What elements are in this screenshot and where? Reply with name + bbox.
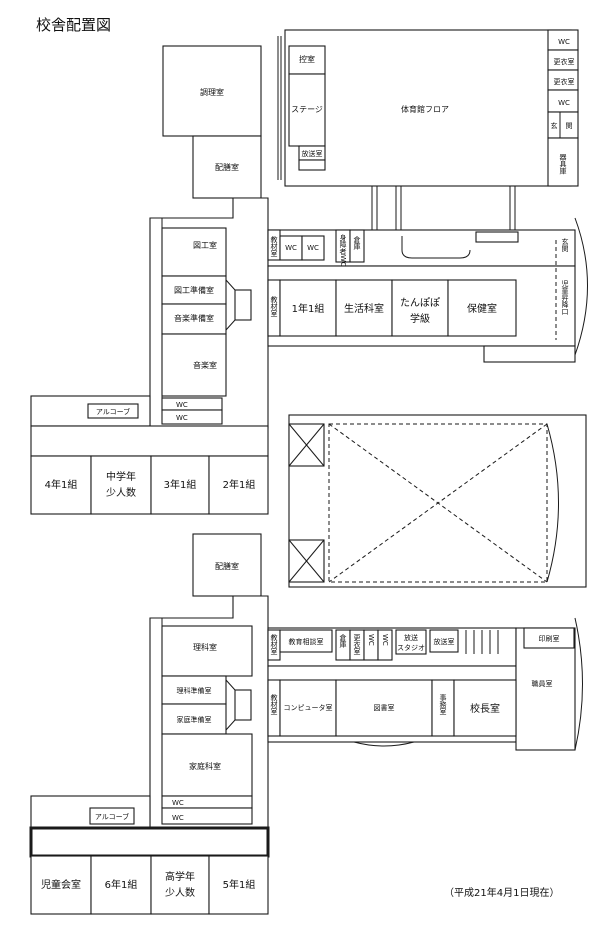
room-grade6: 6年1組 — [105, 878, 138, 891]
room-broadcast-small: 放送室 — [302, 149, 323, 158]
room-wc-2: WC — [176, 414, 188, 422]
room-gym-floor: 体育館フロア — [401, 104, 449, 114]
room-counseling: 教育相談室 — [289, 637, 324, 646]
room-tanpopo-1: たんぽぽ — [400, 297, 440, 309]
room-health: 保健室 — [467, 302, 497, 315]
room-art: 図工室 — [193, 240, 217, 250]
room-homeec-prep: 家庭準備室 — [177, 715, 212, 724]
classroom-row-top: アルコーブ 4年1組 中学年 少人数 3年1組 2年1組 — [30, 395, 269, 515]
alcove-label: アルコーブ — [96, 407, 130, 416]
room-disabled-wc: 身障者WC — [339, 233, 347, 267]
room-wc-7: WC — [367, 634, 375, 646]
room-serving-2: 配膳室 — [215, 561, 239, 571]
room-office: 事務室 — [439, 693, 447, 715]
room-grade2: 2年1組 — [223, 478, 256, 491]
room-life-science: 生活科室 — [344, 302, 384, 315]
room-music: 音楽室 — [193, 360, 217, 370]
room-stage: ステージ — [291, 105, 323, 114]
room-art-prep: 図工準備室 — [174, 285, 214, 295]
room-materials-4: 教材室 — [270, 693, 278, 715]
room-broadcast-studio-1: 放送 — [404, 633, 418, 642]
east-block-top: 教材室 WC WC 身障者WC 倉庫 玄関 児童昇降口 教材室 1年1組 生活科… — [267, 217, 588, 363]
room-gym-wc-2: WC — [558, 99, 570, 107]
room-materials-2: 教材室 — [270, 295, 278, 317]
as-of-date: （平成21年4月1日現在） — [444, 888, 560, 899]
room-wc-4: WC — [307, 244, 319, 252]
room-printing: 印刷室 — [539, 634, 560, 643]
room-cooking: 調理室 — [200, 87, 224, 97]
room-materials-1: 教材室 — [270, 235, 278, 257]
room-storage-2: 倉庫 — [339, 633, 347, 649]
room-broadcast-studio-2: スタジオ — [397, 643, 425, 652]
room-principal: 校長室 — [470, 702, 500, 715]
room-student-entrance: 児童昇降口 — [561, 279, 569, 315]
room-homeec: 家庭科室 — [189, 761, 221, 771]
pool-area — [288, 414, 587, 588]
room-computer: コンピュータ室 — [284, 703, 333, 712]
room-equipment: 器具庫 — [559, 154, 567, 176]
room-storage-1: 倉庫 — [353, 235, 361, 251]
room-science-prep: 理科準備室 — [177, 686, 212, 695]
room-student-council: 児童会室 — [41, 878, 81, 891]
room-tanpopo-2: 学級 — [410, 312, 430, 325]
room-grade3: 3年1組 — [164, 478, 197, 491]
page-title: 校舎配置図 — [36, 16, 112, 34]
room-middle-small-2: 少人数 — [106, 486, 136, 499]
room-grade5: 5年1組 — [223, 878, 256, 891]
room-gym-entrance-right: 関 — [566, 122, 573, 130]
room-staff: 職員室 — [532, 679, 553, 688]
room-gym-changing-1: 更衣室 — [554, 57, 575, 66]
gym-walkway — [371, 186, 516, 230]
room-science: 理科室 — [193, 642, 217, 652]
room-gym-wc-1: WC — [558, 38, 570, 46]
alcove-label-2: アルコーブ — [95, 812, 129, 821]
room-wc-6: WC — [172, 814, 184, 822]
room-gym-entrance-left: 玄 — [551, 121, 558, 130]
gymnasium: 控室 ステージ 放送室 体育館フロア WC 更衣室 更衣室 WC 玄 関 器具庫 — [277, 29, 579, 187]
room-grade1: 1年1組 — [292, 302, 325, 315]
room-broadcast: 放送室 — [434, 637, 455, 646]
room-wc-1: WC — [176, 401, 188, 409]
west-block-top: 図工室 図工準備室 音楽準備室 音楽室 WC WC — [149, 197, 269, 429]
room-entrance-main: 玄関 — [561, 237, 569, 253]
east-block-bottom: 教材室 教育相談室 倉庫 更衣室 WC WC 放送 スタジオ 放送室 印刷室 職… — [267, 617, 583, 751]
room-gym-changing-2: 更衣室 — [554, 77, 575, 86]
room-stage-control: 控室 — [299, 54, 315, 64]
room-upper-small-2: 少人数 — [165, 886, 195, 899]
room-serving: 配膳室 — [215, 162, 239, 172]
room-wc-3: WC — [285, 244, 297, 252]
room-music-prep: 音楽準備室 — [174, 313, 214, 323]
room-upper-small-1: 高学年 — [165, 870, 195, 883]
room-changing-3: 更衣室 — [353, 634, 361, 655]
room-materials-3: 教材室 — [270, 633, 278, 655]
room-middle-small-1: 中学年 — [106, 470, 136, 483]
west-block-bottom: 配膳室 理科室 理科準備室 家庭準備室 家庭科室 WC WC — [149, 533, 269, 829]
room-wc-8: WC — [381, 634, 389, 646]
room-grade4: 4年1組 — [45, 478, 78, 491]
kitchen-block: 調理室 配膳室 — [162, 45, 262, 199]
room-wc-5: WC — [172, 799, 184, 807]
room-library: 図書室 — [374, 703, 395, 712]
classroom-row-bottom: アルコーブ 児童会室 6年1組 高学年 少人数 5年1組 — [29, 795, 270, 915]
